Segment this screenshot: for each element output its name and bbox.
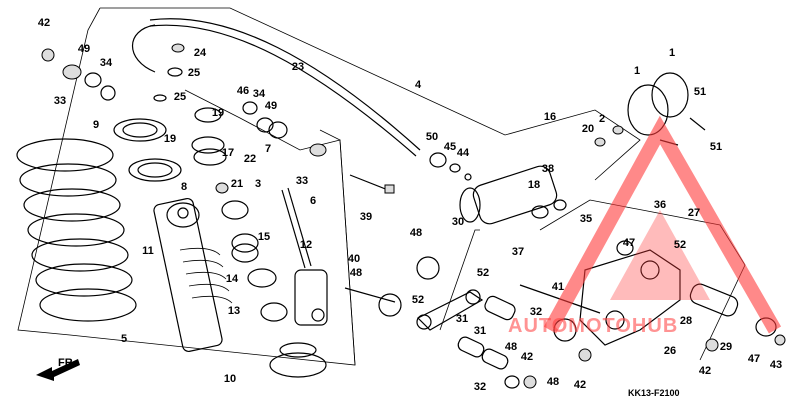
callout-24: 24 [194, 47, 207, 59]
watermark-triangle [543, 115, 782, 334]
callout-13: 13 [228, 305, 240, 317]
callout-15: 15 [258, 231, 270, 243]
watermark-text: AUTOMOTOHUB [508, 315, 678, 337]
callout-47a: 47 [623, 237, 635, 249]
callout-10: 10 [224, 373, 236, 385]
callout-32a: 32 [530, 306, 542, 318]
callout-51b: 51 [710, 141, 722, 153]
callout-45: 45 [444, 141, 456, 153]
callout-49b: 49 [265, 100, 277, 112]
callout-37: 37 [512, 246, 524, 258]
fr-arrow-icon [36, 359, 80, 381]
callout-21: 21 [231, 178, 243, 190]
callout-36: 36 [654, 199, 666, 211]
callout-5: 5 [121, 333, 127, 345]
callout-52b: 52 [477, 267, 489, 279]
callout-49a: 49 [78, 43, 90, 55]
callout-50: 50 [426, 131, 438, 143]
callout-51a: 51 [694, 86, 706, 98]
callout-48c: 48 [505, 341, 517, 353]
clamp-band [594, 72, 706, 147]
callout-12: 12 [300, 239, 312, 251]
callout-1a: 1 [669, 47, 675, 59]
reservoir-hose [131, 18, 567, 225]
callout-18: 18 [528, 179, 540, 191]
callout-11: 11 [142, 245, 154, 257]
callout-3: 3 [255, 178, 261, 190]
callout-34a: 34 [100, 57, 113, 69]
callout-28: 28 [680, 315, 692, 327]
callout-48d: 48 [547, 376, 559, 388]
callout-2: 2 [599, 113, 605, 125]
watermark: AUTOMOTOHUB [508, 115, 782, 337]
callout-27: 27 [688, 207, 700, 219]
callout-19b: 19 [164, 133, 176, 145]
callout-43: 43 [770, 359, 782, 371]
callout-7: 7 [265, 143, 271, 155]
callout-47b: 47 [748, 353, 760, 365]
callout-8: 8 [181, 181, 187, 193]
callout-52a: 52 [674, 239, 686, 251]
callout-25a: 25 [188, 67, 200, 79]
callout-48b: 48 [410, 227, 422, 239]
callout-26: 26 [664, 345, 676, 357]
callout-42d: 42 [699, 365, 711, 377]
callout-42c: 42 [574, 379, 586, 391]
middle-column-parts [191, 107, 328, 378]
callout-39: 39 [360, 211, 372, 223]
callout-40: 40 [348, 253, 360, 265]
callout-33a: 33 [54, 95, 66, 107]
callout-20: 20 [582, 123, 594, 135]
callout-22: 22 [244, 153, 256, 165]
callout-38: 38 [542, 163, 554, 175]
callout-42a: 42 [38, 17, 50, 29]
callout-14: 14 [226, 273, 239, 285]
callout-31a: 31 [456, 313, 468, 325]
callout-32b: 32 [474, 381, 486, 393]
callout-25b: 25 [174, 91, 186, 103]
callout-41: 41 [552, 281, 564, 293]
enclosure-lines [17, 7, 746, 366]
diagram-code: KK13-F2100 [628, 388, 680, 398]
callout-29: 29 [720, 341, 732, 353]
callout-6: 6 [310, 195, 316, 207]
callout-44: 44 [457, 147, 470, 159]
upper-left-parts [41, 48, 182, 182]
spring [16, 138, 137, 322]
callout-42b: 42 [521, 351, 533, 363]
callout-30: 30 [452, 216, 464, 228]
callout-35: 35 [580, 213, 592, 225]
callout-4: 4 [415, 79, 422, 91]
callout-17: 17 [222, 147, 234, 159]
callout-9: 9 [93, 119, 99, 131]
callout-16: 16 [544, 111, 556, 123]
callout-23: 23 [292, 61, 304, 73]
callout-31b: 31 [474, 325, 486, 337]
callout-52c: 52 [412, 294, 424, 306]
damper-body [153, 197, 233, 353]
fr-label: FR. [58, 357, 76, 369]
callout-19a: 19 [212, 107, 224, 119]
callout-46: 46 [237, 85, 249, 97]
callout-33b: 33 [296, 175, 308, 187]
front-arrow: FR. [36, 357, 80, 381]
callout-48a: 48 [350, 267, 362, 279]
callout-1b: 1 [634, 65, 640, 77]
linkage [344, 240, 786, 389]
callout-34b: 34 [253, 88, 266, 100]
